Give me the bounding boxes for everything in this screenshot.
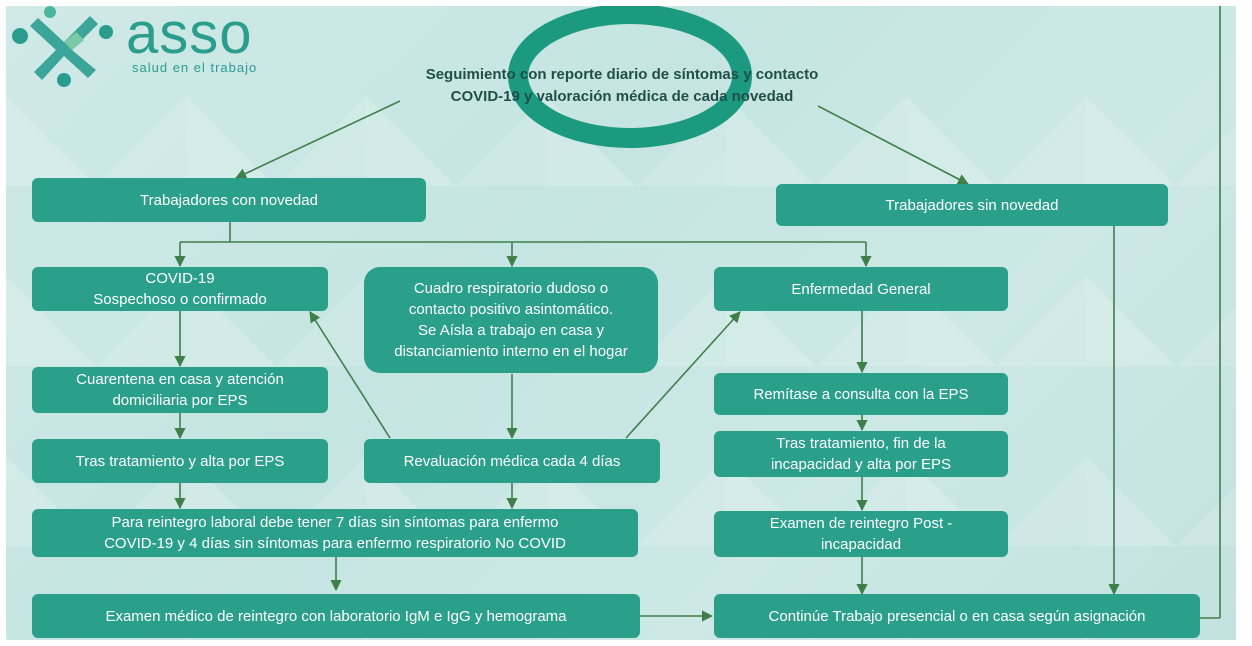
box-remitase-eps: Remítase a consulta con la EPS: [714, 373, 1008, 415]
logo-mark-icon: [12, 6, 113, 87]
box-examen-post-incapacidad: Examen de reintegro Post - incapacidad: [714, 511, 1008, 557]
arrow-revaluacion-to-covid: [309, 311, 391, 439]
box-tras-tratamiento-fin: Tras tratamiento, fin de la incapacidad …: [714, 431, 1008, 477]
arrow-top-to-sin-novedad: [817, 105, 969, 185]
asso-logo: asso salud en el trabajo: [8, 6, 308, 88]
logo-tagline: salud en el trabajo: [132, 60, 258, 75]
box-trabajadores-con-novedad: Trabajadores con novedad: [32, 178, 426, 222]
monitoring-title: Seguimiento con reporte diario de síntom…: [425, 66, 819, 105]
box-continue-trabajo: Continúe Trabajo presencial o en casa se…: [714, 594, 1200, 638]
box-cuarentena: Cuarentena en casa y atención domiciliar…: [32, 367, 328, 413]
arrow-revaluacion-to-general: [625, 311, 741, 439]
arrow-top-to-con-novedad: [234, 100, 401, 179]
box-covid-sospechoso: COVID-19 Sospechoso o confirmado: [32, 267, 328, 311]
box-enfermedad-general: Enfermedad General: [714, 267, 1008, 311]
connector-layer: [174, 6, 1221, 622]
box-tras-tratamiento-alta: Tras tratamiento y alta por EPS: [32, 439, 328, 483]
top-ring: [508, 6, 752, 148]
diagram-canvas: asso salud en el trabajo Seguimiento con…: [6, 6, 1236, 640]
logo-wordmark: asso: [126, 6, 253, 66]
box-trabajadores-sin-novedad: Trabajadores sin novedad: [776, 184, 1168, 226]
box-requisito-reintegro: Para reintegro laboral debe tener 7 días…: [32, 509, 638, 557]
box-revaluacion-medica: Revaluación médica cada 4 días: [364, 439, 660, 483]
box-cuadro-dudoso: Cuadro respiratorio dudoso o contacto po…: [364, 267, 658, 373]
box-examen-medico-reintegro: Examen médico de reintegro con laborator…: [32, 594, 640, 638]
